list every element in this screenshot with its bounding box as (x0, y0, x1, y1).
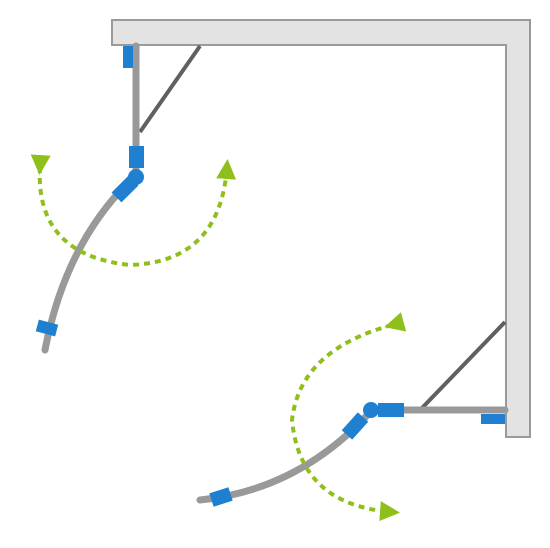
pivot-bottom-icon (363, 402, 379, 418)
door-hinge-bottom-icon (341, 412, 369, 440)
stabilizer-bar-right (420, 320, 507, 410)
door-hinge-left-icon (111, 175, 139, 203)
swing-arrow-bottom-icon (289, 312, 407, 522)
door-handle-left-icon (35, 319, 59, 337)
panel-hinge-left-upper-icon (129, 146, 144, 168)
swing-arrow-left-icon (30, 154, 237, 268)
panel-hinge-bottom-icon (378, 403, 404, 417)
wall-clamp-top-icon (123, 46, 133, 68)
stabilizer-bar-top (138, 44, 202, 134)
door-handle-bottom-icon (209, 487, 233, 507)
wall-top-and-right (111, 19, 531, 438)
curved-door-bottom (196, 406, 376, 504)
wall-clamp-right-icon (481, 414, 505, 424)
